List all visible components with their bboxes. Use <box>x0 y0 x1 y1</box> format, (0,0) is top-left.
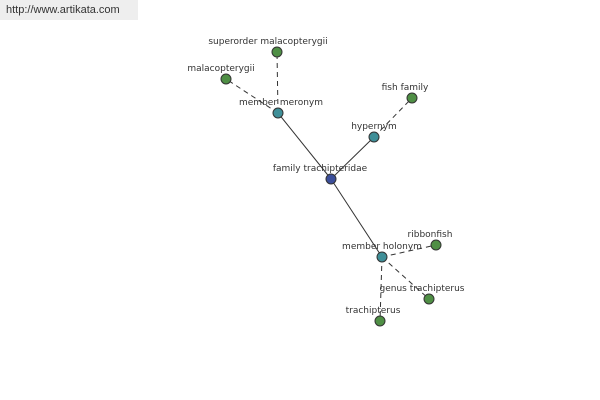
site-url[interactable]: http://www.artikata.com <box>6 4 120 16</box>
node-label-fish-family[interactable]: fish family <box>382 83 429 93</box>
node-fish-family[interactable] <box>406 92 418 104</box>
edge-hypernym-to-fish-family <box>373 97 413 138</box>
node-label-hypernym[interactable]: hypernym <box>351 122 397 132</box>
node-member-meronym[interactable] <box>272 107 284 119</box>
node-member-holonym[interactable] <box>376 251 388 263</box>
edge-member-meronym-to-superorder-malacopterygii <box>276 51 279 114</box>
edge-member-holonym-to-ribbonfish <box>381 244 437 258</box>
url-bar: http://www.artikata.com <box>0 0 138 20</box>
edge-member-holonym-to-trachipterus <box>379 256 383 322</box>
node-trachipterus[interactable] <box>374 315 386 327</box>
node-family-trachipteridae[interactable] <box>325 173 337 185</box>
edge-family-trachipteridae-to-member-meronym <box>277 112 332 180</box>
node-label-malacopterygii[interactable]: malacopterygii <box>187 64 254 74</box>
node-genus-trachipterus[interactable] <box>423 293 435 305</box>
node-label-trachipterus[interactable]: trachipterus <box>346 306 401 316</box>
edge-member-holonym-to-genus-trachipterus <box>381 256 430 300</box>
graph-edges <box>225 51 437 322</box>
node-label-member-holonym[interactable]: member holonym <box>342 242 422 252</box>
edge-member-meronym-to-malacopterygii <box>225 78 279 114</box>
node-malacopterygii[interactable] <box>220 73 232 85</box>
edge-family-trachipteridae-to-hypernym <box>330 136 375 180</box>
edge-family-trachipteridae-to-member-holonym <box>330 178 383 258</box>
node-hypernym[interactable] <box>368 131 380 143</box>
node-label-member-meronym[interactable]: member meronym <box>239 98 323 108</box>
node-ribbonfish[interactable] <box>430 239 442 251</box>
node-label-genus-trachipterus[interactable]: genus trachipterus <box>380 284 465 294</box>
node-label-family-trachipteridae[interactable]: family trachipteridae <box>273 164 368 174</box>
node-superorder-malacopterygii[interactable] <box>271 46 283 58</box>
node-label-superorder-malacopterygii[interactable]: superorder malacopterygii <box>208 37 327 47</box>
node-label-ribbonfish[interactable]: ribbonfish <box>408 230 453 240</box>
graph-nodes: family trachipteridae member meronym hyper… <box>187 37 465 327</box>
